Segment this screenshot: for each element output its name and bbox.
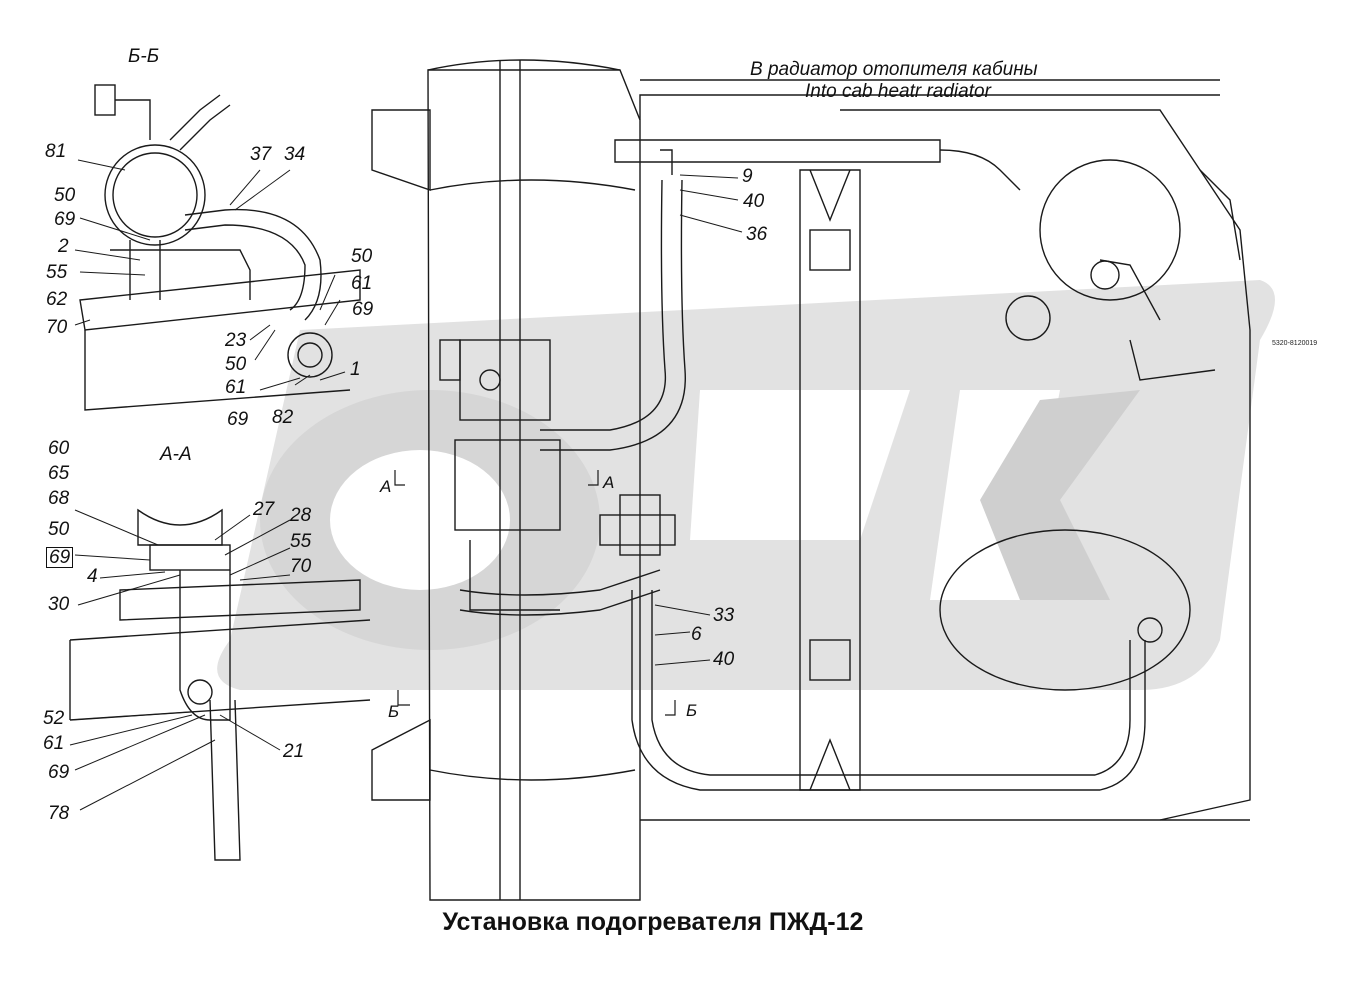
callout-62: 62 — [46, 289, 68, 310]
callout-50-aa: 50 — [48, 519, 70, 540]
callout-40-bottom: 40 — [713, 649, 735, 670]
callout-61-bb-low: 61 — [225, 377, 247, 398]
watermark-logo — [217, 280, 1276, 690]
callout-2: 2 — [58, 236, 69, 257]
callout-50-bb: 50 — [54, 185, 76, 206]
callout-27: 27 — [253, 499, 275, 520]
callout-34: 34 — [284, 144, 306, 165]
section-mark-a-left: А — [380, 477, 392, 496]
callout-69-bb: 69 — [54, 209, 76, 230]
callout-69-bb-low: 69 — [227, 409, 249, 430]
note-en: Into cab heatr radiator — [805, 81, 991, 102]
callout-61-bb-right: 61 — [351, 273, 373, 294]
callout-9: 9 — [742, 166, 753, 187]
section-label-bb: Б-Б — [128, 46, 160, 67]
section-mark-b-left: Б — [388, 702, 400, 721]
callout-65: 65 — [48, 463, 70, 484]
callout-55-aa: 55 — [290, 531, 312, 552]
note-ru: В радиатор отопителя кабины — [750, 59, 1038, 80]
callout-70-bb: 70 — [46, 317, 68, 338]
callout-82: 82 — [272, 407, 294, 428]
callout-69-aa-boxed: 69 — [46, 547, 74, 568]
line-work — [69, 59, 1251, 901]
callout-6: 6 — [691, 624, 702, 645]
callout-33: 33 — [713, 605, 735, 626]
callout-69-aa: 69 — [48, 762, 70, 783]
callout-40-top: 40 — [743, 191, 765, 212]
callout-21: 21 — [283, 741, 305, 762]
callout-78: 78 — [48, 803, 70, 824]
leader-lines — [69, 159, 743, 811]
section-mark-a-right: А — [603, 473, 615, 492]
part-code: 5320-8120019 — [1272, 340, 1318, 347]
section-label-aa: А-А — [160, 444, 192, 465]
callout-68: 68 — [48, 488, 70, 509]
drawing-caption: Установка подогревателя ПЖД-12 — [442, 908, 864, 936]
callout-70-aa: 70 — [290, 556, 312, 577]
callout-81: 81 — [45, 141, 67, 162]
callout-28: 28 — [290, 505, 312, 526]
callout-50-bb-right: 50 — [351, 246, 373, 267]
callout-4: 4 — [87, 566, 98, 587]
callout-55-bb: 55 — [46, 262, 68, 283]
callout-30: 30 — [48, 594, 70, 615]
callout-60: 60 — [48, 438, 70, 459]
callout-1: 1 — [350, 359, 361, 380]
callout-37: 37 — [250, 144, 272, 165]
section-mark-b-right: Б — [686, 701, 698, 720]
section-marks — [394, 470, 676, 716]
callout-61-aa: 61 — [43, 733, 65, 754]
callout-52: 52 — [43, 708, 65, 729]
callout-23: 23 — [225, 330, 247, 351]
callout-69-bb-right: 69 — [352, 299, 374, 320]
callout-50-bb-low: 50 — [225, 354, 247, 375]
callout-36: 36 — [746, 224, 768, 245]
